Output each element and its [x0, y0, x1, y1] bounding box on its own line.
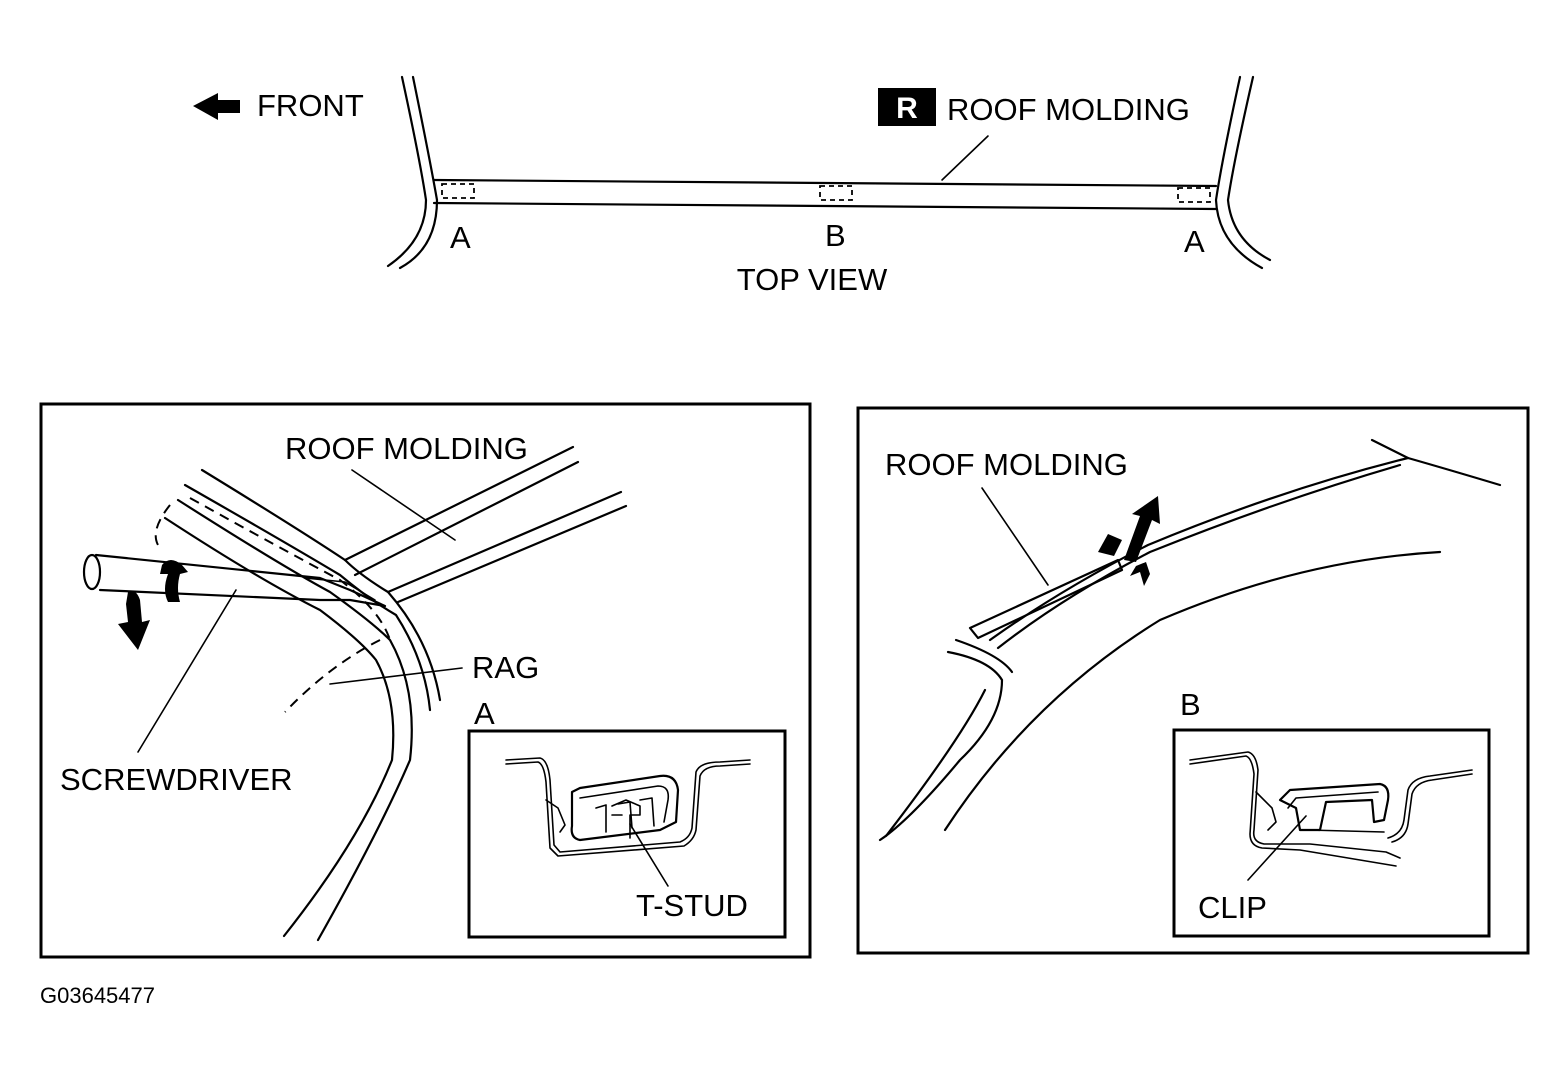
rotate-arrow-upper-icon — [160, 560, 188, 602]
left-molding-label: ROOF MOLDING — [285, 431, 528, 466]
rag-dash-lower — [284, 639, 381, 713]
rag-dash-left — [154, 504, 171, 546]
r-badge — [878, 88, 936, 126]
clip-position-a-right — [1177, 187, 1211, 203]
left-panel: ROOF MOLDING RAG SCREWDRIVER A T-STUD — [39, 402, 812, 959]
clip-position-b — [819, 185, 853, 201]
rag-dash-upper — [189, 497, 391, 641]
pillar-curve-4 — [163, 516, 395, 938]
right-roof-top — [1370, 438, 1502, 487]
t-stud-section — [505, 757, 751, 857]
top-molding-label: ROOF MOLDING — [947, 92, 1190, 127]
right-molding-lower — [996, 463, 1402, 650]
point-a-right: A — [1184, 224, 1205, 259]
right-molding-upper — [988, 456, 1410, 642]
t-stud-leader — [629, 823, 669, 887]
front-label: FRONT — [257, 88, 364, 123]
inset-a-frame — [467, 729, 787, 939]
figure-id: G03645477 — [40, 983, 155, 1008]
right-pillar-inner — [1226, 75, 1272, 262]
screwdriver-leader — [137, 589, 237, 753]
inset-b-frame — [1172, 728, 1491, 938]
left-roof-edge — [386, 490, 623, 594]
point-b: B — [825, 218, 846, 253]
inset-a-letter: A — [474, 696, 495, 731]
left-molding-top-edge — [343, 445, 575, 562]
right-pillar-top — [954, 638, 1014, 674]
right-pillar-inner — [884, 688, 987, 838]
lift-arrow-down-icon — [1130, 562, 1150, 586]
point-a-left: A — [450, 220, 471, 255]
rag-label: RAG — [472, 650, 539, 685]
lift-arrow-left-icon — [1098, 534, 1122, 556]
right-pillar-outer — [878, 650, 1004, 842]
lift-arrow-up-icon — [1124, 496, 1160, 562]
clip-position-a-left — [441, 183, 475, 199]
top-view-caption: TOP VIEW — [737, 262, 888, 297]
right-panel-frame — [856, 406, 1530, 955]
right-molding-leader — [981, 487, 1049, 586]
r-badge-letter: R — [896, 92, 918, 125]
right-window-curve — [943, 550, 1442, 832]
rotate-arrow-down-icon — [118, 591, 150, 650]
right-pillar-outer — [1214, 75, 1264, 270]
top-molding-leader — [941, 135, 989, 181]
t-stud-label: T-STUD — [636, 888, 748, 923]
rag-leader — [329, 667, 463, 685]
left-molding-leader — [351, 469, 456, 541]
clip-section — [1189, 751, 1473, 867]
right-molding-label: ROOF MOLDING — [885, 447, 1128, 482]
screwdriver-icon — [82, 553, 387, 608]
pillar-curve-3 — [176, 498, 413, 942]
lifted-molding-piece — [968, 558, 1124, 640]
left-roof-edge-2 — [396, 504, 628, 604]
left-pillar-outer — [386, 75, 428, 268]
right-panel: ROOF MOLDING B CLIP — [856, 406, 1530, 955]
inset-b-letter: B — [1180, 687, 1201, 722]
screwdriver-label: SCREWDRIVER — [60, 762, 293, 797]
front-arrow-icon — [193, 93, 240, 120]
top-roof-molding — [432, 178, 1218, 211]
left-molding-bottom-edge — [353, 460, 580, 577]
pillar-curve-1 — [200, 468, 442, 702]
left-pillar-inner — [398, 75, 439, 270]
clip-leader — [1247, 815, 1307, 881]
top-view: FRONT R ROOF MOLDING A B A TOP VIEW — [193, 75, 1272, 297]
clip-label: CLIP — [1198, 890, 1267, 925]
left-panel-frame — [39, 402, 812, 959]
